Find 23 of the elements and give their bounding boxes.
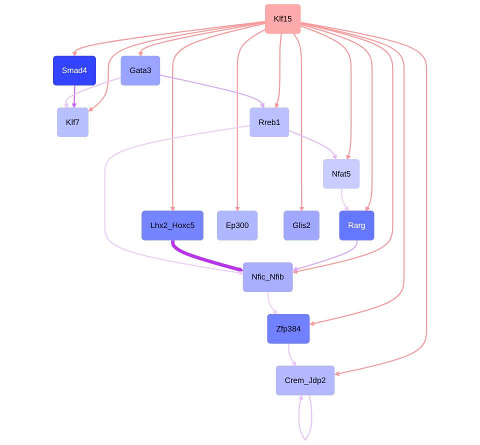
arrow	[288, 130, 337, 160]
arrow	[288, 344, 296, 366]
arrow	[171, 240, 244, 272]
arrow	[293, 33, 304, 212]
arrow	[267, 292, 278, 315]
arrow	[88, 21, 266, 112]
arrow	[235, 28, 266, 212]
arrow	[72, 85, 77, 108]
arrow	[300, 25, 352, 160]
arrow	[104, 125, 250, 276]
arrow	[300, 22, 428, 376]
arrow	[341, 188, 349, 212]
arrow	[64, 76, 122, 108]
arrow	[160, 74, 264, 108]
arrow	[274, 34, 282, 108]
arrow	[72, 20, 266, 57]
arrow	[292, 22, 394, 274]
arrow	[300, 22, 405, 326]
arrow	[138, 22, 266, 57]
arrow	[170, 22, 266, 212]
arrow	[292, 240, 358, 272]
arrow	[300, 24, 373, 212]
arrow	[298, 394, 312, 441]
